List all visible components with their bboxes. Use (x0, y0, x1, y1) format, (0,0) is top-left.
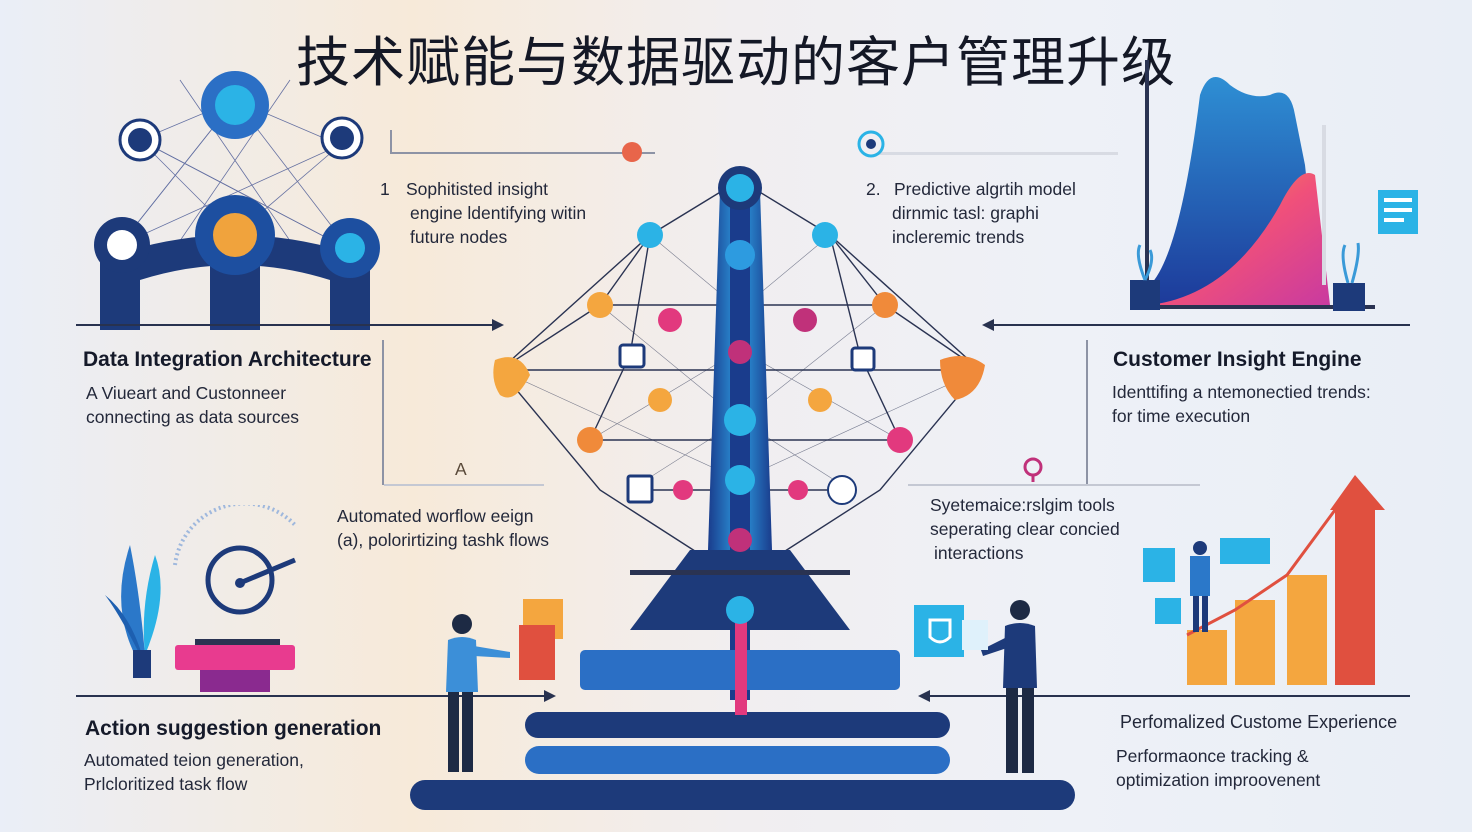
personalized-heading: Perfomalized Custome Experience (1120, 712, 1398, 732)
divider (390, 152, 655, 154)
action-text: Automated teion generation, Prlcloritize… (84, 750, 304, 794)
divider (390, 130, 392, 154)
section-divider (76, 695, 546, 697)
page-title: 技术赋能与数据驱动的客户管理升级 (296, 33, 1176, 93)
arrow-left-icon (982, 319, 994, 331)
action-heading: Action suggestion generation (85, 717, 382, 740)
systematic-note: Syetemaice:rslgim tools seperating clear… (930, 495, 1120, 563)
gauge-illustration (105, 505, 297, 692)
section-divider (990, 324, 1410, 326)
shield-card-icon (914, 605, 988, 657)
section-divider (76, 324, 496, 326)
arrow-right-icon (544, 690, 556, 702)
location-pin-icon (857, 130, 885, 158)
person-icon (446, 614, 510, 772)
note-1: 1 Sophitisted insight engine ldentifying… (380, 179, 587, 247)
note-2: 2. Predictive algrtih model dirnmic tasl… (866, 179, 1076, 247)
letter-a-label: A (455, 459, 467, 479)
divider (384, 484, 544, 486)
chart-card-icon (519, 599, 563, 680)
customer-insight-text: Identtifing a ntemonectied trends: for t… (1112, 382, 1371, 426)
workflow-note: Automated worflow eeign (a), polorirtizi… (337, 506, 550, 550)
data-integration-text: A Viueart and Custonneer connecting as d… (86, 383, 300, 427)
bug-icon (622, 142, 642, 162)
divider (382, 340, 384, 485)
person-icon (981, 600, 1037, 773)
personalized-text: Performaonce tracking & optimization imp… (1116, 746, 1321, 790)
data-architecture-illustration (94, 71, 380, 330)
search-icon (1023, 457, 1043, 482)
divider (1086, 340, 1088, 485)
central-network-tower (410, 166, 1075, 810)
growth-bars-illustration (1143, 475, 1385, 685)
arrow-left-icon (918, 690, 930, 702)
growth-chart-illustration (1130, 60, 1418, 311)
note-2-number: 2. (866, 179, 881, 199)
divider (878, 152, 1118, 155)
section-divider (928, 695, 1410, 697)
divider (908, 484, 1200, 486)
note-1-number: 1 (380, 179, 390, 199)
data-integration-heading: Data Integration Architecture (83, 348, 372, 371)
customer-insight-heading: Customer Insight Engine (1113, 348, 1362, 371)
arrow-right-icon (492, 319, 504, 331)
